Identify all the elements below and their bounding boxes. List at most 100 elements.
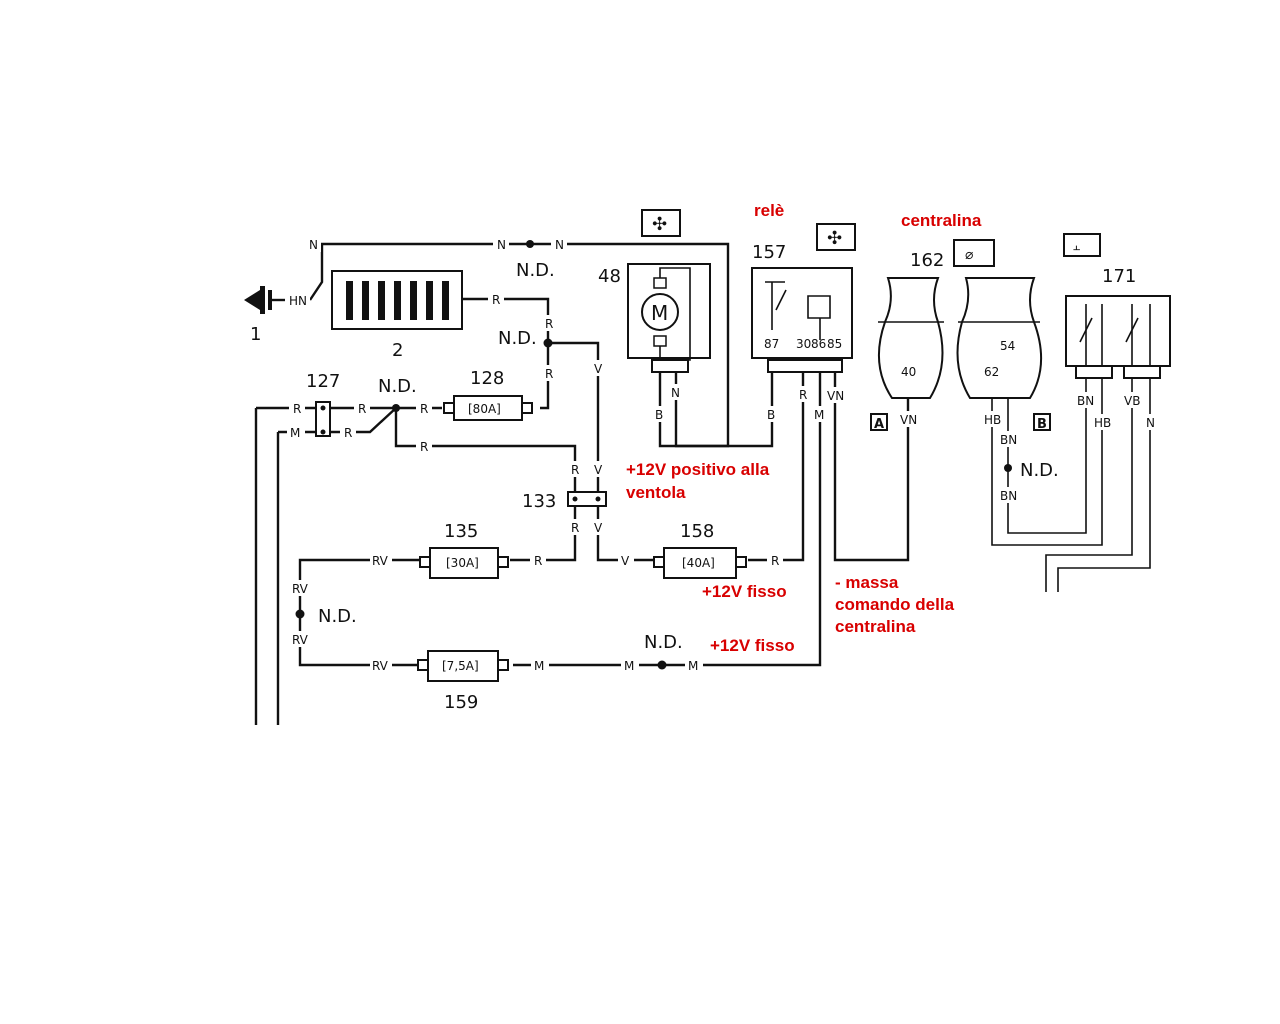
nd-label-127: N.D. <box>378 376 417 397</box>
relay <box>751 267 853 373</box>
component-162-label: 162 <box>910 250 944 271</box>
fuse-128 <box>443 395 533 421</box>
wire-code: R <box>492 293 500 307</box>
component-2-label: 2 <box>392 340 403 361</box>
fuse-159-rating: [7,5A] <box>442 659 479 673</box>
wire-code: N <box>497 238 506 252</box>
sensor-icon: ⌀ <box>953 239 995 267</box>
wire-code: R <box>420 440 428 454</box>
component-157-label: 157 <box>752 242 786 263</box>
annotation-massa-line1: - massa <box>835 573 899 592</box>
annotation-positivo-line2: ventola <box>626 483 686 502</box>
wire-code: RV <box>372 554 389 568</box>
control-unit <box>877 277 1043 399</box>
wire-code: R <box>571 463 579 477</box>
wire-code: HB <box>1094 416 1111 430</box>
connector-133 <box>567 491 607 507</box>
component-48-label: 48 <box>598 266 621 287</box>
annotation-massa-line3: centralina <box>835 617 916 636</box>
fan-icon: ✣ <box>816 223 856 251</box>
component-159-label: 159 <box>444 692 478 713</box>
wire-code: M <box>624 659 634 673</box>
wire-code: M <box>290 426 300 440</box>
wire-code: V <box>594 463 603 477</box>
connector-b-tag <box>1033 413 1051 431</box>
wire-code: RV <box>292 582 309 596</box>
motor-symbol: M <box>651 301 668 325</box>
wire-code: R <box>771 554 779 568</box>
wire-code: V <box>621 554 630 568</box>
annotation-positivo-line1: +12V positivo alla <box>626 460 770 479</box>
wire-code: BN <box>1077 394 1094 408</box>
component-158-label: 158 <box>680 521 714 542</box>
wire-code-labels: N N N HN R R R V R M R R R R R V R V R <box>286 236 1159 673</box>
wire-code: N <box>1146 416 1155 430</box>
svg-text:⌀: ⌀ <box>965 247 974 263</box>
wire-code: N <box>671 386 680 400</box>
annotation-centralina: centralina <box>901 211 982 230</box>
component-135-label: 135 <box>444 521 478 542</box>
component-133-label: 133 <box>522 491 556 512</box>
annotation-massa-line2: comando della <box>835 595 955 614</box>
wire-code: V <box>594 362 603 376</box>
nd-label-top: N.D. <box>516 260 555 281</box>
wire-code: RV <box>372 659 389 673</box>
nd-label-rv: N.D. <box>318 606 357 627</box>
svg-text:⫠: ⫠ <box>1073 239 1080 253</box>
ground-symbol <box>244 286 285 314</box>
wire-code: R <box>420 402 428 416</box>
wire-code: BN <box>1000 433 1017 447</box>
wire-code: RV <box>292 633 309 647</box>
wire-code: N <box>555 238 564 252</box>
svg-text:✣: ✣ <box>652 214 667 235</box>
nd-label-bn: N.D. <box>1020 460 1059 481</box>
fuse-158 <box>653 547 747 579</box>
wire-code: VN <box>827 389 844 403</box>
annotation-rele: relè <box>754 201 784 220</box>
connector-b-label: B <box>1037 417 1047 432</box>
connector-127 <box>315 401 331 437</box>
component-128-label: 128 <box>470 368 504 389</box>
wire-code: M <box>534 659 544 673</box>
svg-text:✣: ✣ <box>827 228 842 249</box>
fuse-158-rating: [40A] <box>682 556 715 570</box>
fan-motor <box>627 263 711 373</box>
relay-pin-30: 30 <box>796 337 811 351</box>
component-127-label: 127 <box>306 371 340 392</box>
junction-dots <box>295 240 1012 670</box>
sensor-symbol-icon: ⫠ <box>1063 233 1101 257</box>
wire-code: HB <box>984 413 1001 427</box>
component-171-label: 171 <box>1102 266 1136 287</box>
temperature-sensor <box>1065 295 1171 379</box>
fan-icon: ✣ <box>641 209 681 237</box>
wire-code: V <box>594 521 603 535</box>
relay-pin-86: 86 <box>811 337 826 351</box>
wire-code: VN <box>900 413 917 427</box>
fuse-159 <box>417 650 509 682</box>
annotation-fisso-159: +12V fisso <box>710 636 795 655</box>
connector-a-label: A <box>874 417 884 432</box>
centralina-pin-62: 62 <box>984 365 999 379</box>
wire-code: N <box>309 238 318 252</box>
nd-label-m: N.D. <box>644 632 683 653</box>
nd-label-r: N.D. <box>498 328 537 349</box>
wire-code: R <box>344 426 352 440</box>
wire-code: M <box>814 408 824 422</box>
wire-code: VB <box>1124 394 1140 408</box>
wire-code: R <box>545 367 553 381</box>
fuse-135-rating: [30A] <box>446 556 479 570</box>
centralina-pin-54: 54 <box>1000 339 1015 353</box>
wire-code: R <box>799 388 807 402</box>
connector-a-tag <box>870 413 888 431</box>
wire-code: BN <box>1000 489 1017 503</box>
centralina-pin-40: 40 <box>901 365 916 379</box>
annotation-fisso-158: +12V fisso <box>702 582 787 601</box>
relay-pin-87: 87 <box>764 337 779 351</box>
relay-pin-85: 85 <box>827 337 842 351</box>
wire-code: B <box>767 408 775 422</box>
wire-code: HN <box>289 294 307 308</box>
fuse-128-rating: [80A] <box>468 402 501 416</box>
wire-code: R <box>534 554 542 568</box>
component-1-label: 1 <box>250 324 261 345</box>
